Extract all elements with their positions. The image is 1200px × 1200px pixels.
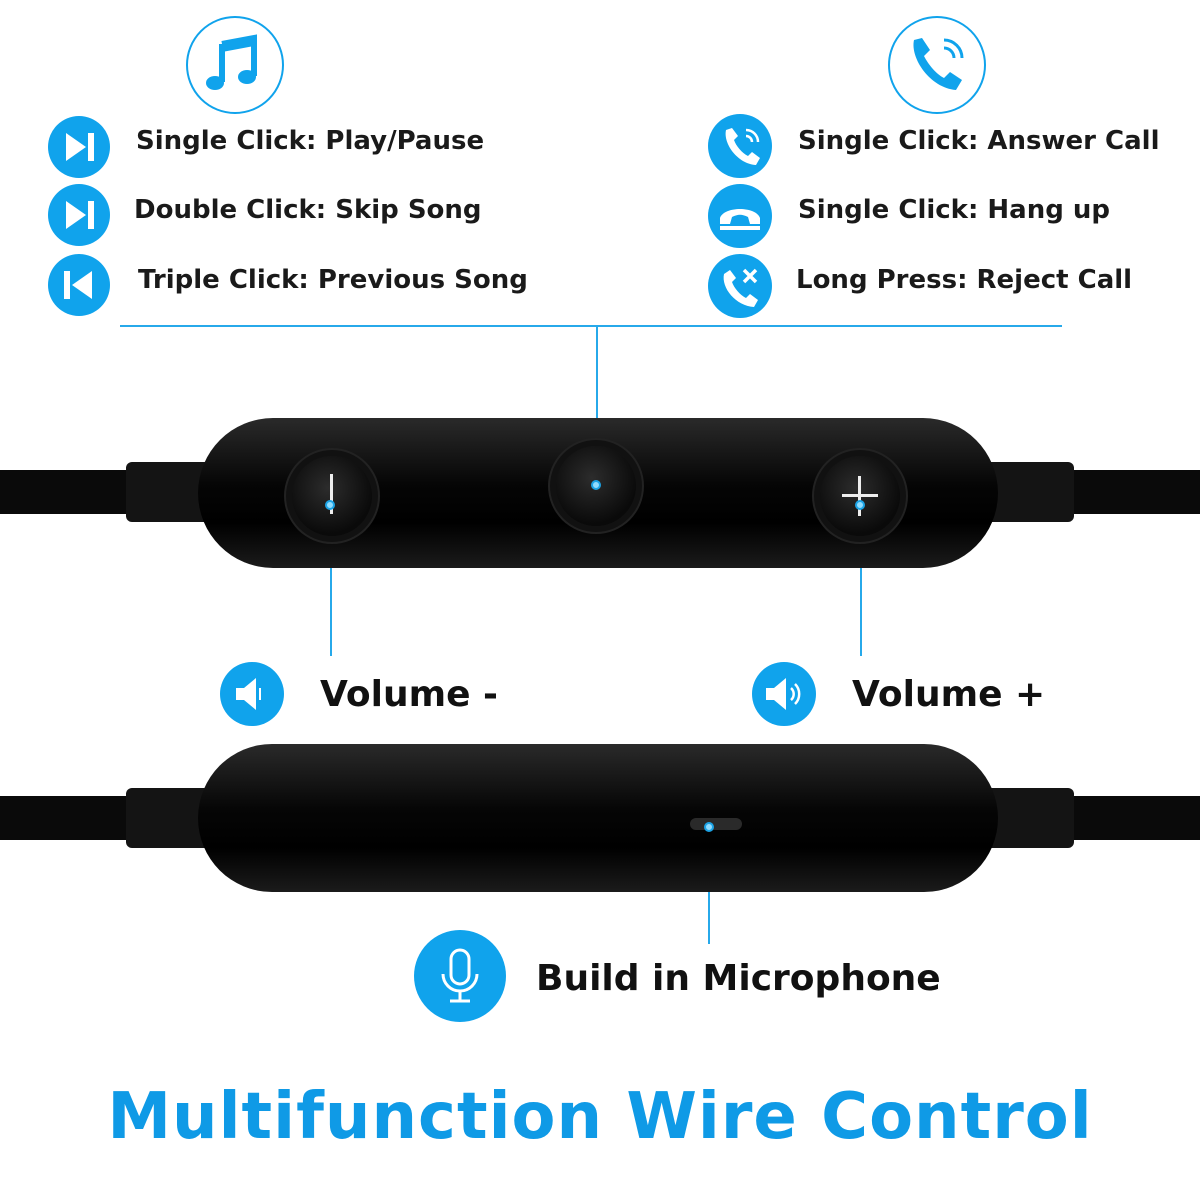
skip-forward-icon [48, 184, 110, 246]
call-item-label: Long Press: Reject Call [796, 265, 1133, 295]
volume-up-button[interactable] [820, 456, 900, 536]
cable-collar-right [984, 462, 1074, 522]
connector-dot [325, 500, 335, 510]
microphone-icon [414, 930, 506, 1022]
microphone-remote [198, 744, 998, 892]
music-item-label: Single Click: Play/Pause [136, 126, 485, 156]
cable-left [0, 796, 140, 840]
connector-dot [855, 500, 865, 510]
microphone-label: Build in Microphone [536, 958, 941, 999]
music-item-label: Double Click: Skip Song [134, 195, 482, 225]
volume-down-button[interactable] [292, 456, 372, 536]
phone-icon [888, 16, 986, 114]
connector-line [596, 326, 598, 486]
reject-call-icon [708, 254, 772, 318]
cable-collar-right [984, 788, 1074, 848]
music-note-icon [186, 16, 284, 114]
music-item-label: Triple Click: Previous Song [138, 265, 528, 295]
volume-down-label: Volume - [320, 674, 498, 715]
connector-line [860, 506, 862, 656]
call-item-label: Single Click: Answer Call [798, 126, 1160, 156]
connector-dot [704, 822, 714, 832]
phone-ringing-icon [708, 114, 772, 178]
call-item-label: Single Click: Hang up [798, 195, 1111, 225]
connector-dot [591, 480, 601, 490]
volume-up-label: Volume + [852, 674, 1046, 715]
cable-right [1060, 796, 1200, 840]
microphone-slot [690, 818, 742, 830]
connector-line [120, 325, 1062, 327]
play-pause-icon [48, 116, 110, 178]
skip-back-icon [48, 254, 110, 316]
hang-up-icon [708, 184, 772, 248]
volume-down-icon [220, 662, 284, 726]
connector-line [330, 506, 332, 656]
volume-up-icon [752, 662, 816, 726]
cable-right [1060, 470, 1200, 514]
page-title: Multifunction Wire Control [107, 1080, 1093, 1154]
cable-left [0, 470, 140, 514]
